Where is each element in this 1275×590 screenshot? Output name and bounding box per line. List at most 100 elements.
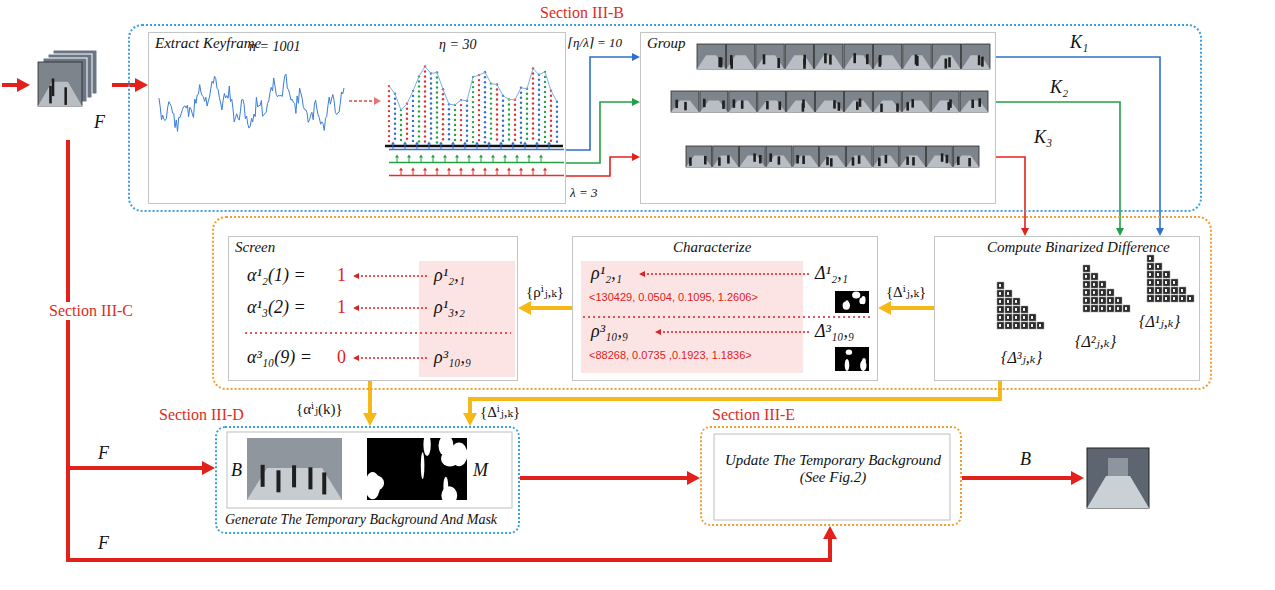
difference-cell: [1155, 271, 1162, 278]
difference-speck: [1015, 300, 1017, 303]
keyframe-dot: [538, 129, 540, 131]
keyframe-dot: [400, 124, 402, 126]
arrow-head: [878, 301, 891, 315]
keyframe-dot: [496, 98, 498, 100]
keyframe-dot: [412, 120, 414, 122]
difference-speck: [1015, 308, 1017, 311]
keyframe-dot: [502, 120, 504, 122]
keyframe-dot: [412, 135, 414, 137]
keyframe-dot: [520, 132, 522, 134]
difference-cell: [1091, 297, 1098, 304]
difference-cell: [1171, 279, 1178, 286]
difference-speck: [1117, 299, 1119, 302]
frame-thumbnail: [903, 44, 931, 69]
keyframe-dot: [436, 141, 438, 143]
keyframe-dot: [418, 110, 420, 112]
output-background-image: [1087, 448, 1149, 508]
frame-floor: [785, 55, 813, 69]
keyframe-dot: [526, 133, 528, 135]
difference-cell: [1029, 322, 1036, 329]
keyframe-dot: [532, 137, 534, 139]
keyframe-dot: [418, 140, 420, 142]
keyframe-dot: [430, 77, 432, 79]
difference-speck: [1109, 291, 1111, 294]
keyframe-dot: [550, 125, 552, 127]
dashed-arrow-line: [349, 100, 375, 102]
keyframe-dot: [520, 117, 522, 119]
mask-blob: [846, 350, 852, 355]
keyframe-dot: [556, 136, 558, 138]
frame-thumbnail: [38, 62, 82, 106]
difference-speck: [1093, 299, 1095, 302]
difference-speck: [1085, 299, 1087, 302]
edge-label: {ρⁱⱼ,ₖ}: [524, 284, 566, 301]
frame-thumbnail: [700, 91, 728, 112]
keyframe-dot: [412, 105, 414, 107]
keyframe-dot: [514, 104, 516, 106]
keyframe-dot: [496, 108, 498, 110]
difference-speck: [1149, 289, 1151, 292]
arrow-head: [632, 53, 640, 61]
keyframe-tick-head: [435, 168, 439, 171]
keyframe-dot: [442, 113, 444, 115]
difference-speck: [1101, 307, 1103, 310]
keyframe-tick-head: [439, 142, 443, 145]
keyframe-dot: [490, 112, 492, 114]
keyframe-dot: [388, 115, 390, 117]
frame-thumbnail: [873, 146, 899, 167]
keyframe-dot: [496, 128, 498, 130]
keyframe-dot: [418, 135, 420, 137]
difference-cell: [1083, 281, 1090, 288]
keyframe-dot: [550, 95, 552, 97]
node-text: Update The Temporary Background (See Fig…: [722, 452, 944, 487]
inner-box: [714, 434, 950, 520]
keyframe-tick-head: [491, 155, 495, 158]
section-heading: Section III-C: [47, 302, 135, 320]
difference-cell: [1187, 295, 1194, 302]
connector-line: [112, 83, 137, 87]
background-person: [292, 465, 296, 487]
screen-arrow-head: [353, 355, 359, 361]
ellipsis-line: [583, 316, 873, 318]
section-region: Section III-CScreenα¹₂(1) =1ρ¹₂,₁α¹₃(2) …: [212, 216, 1212, 390]
free-label: ⌈η/λ⌉ = 10: [568, 36, 622, 51]
difference-cell: [1171, 295, 1178, 302]
keyframe-dot: [514, 139, 516, 141]
difference-speck: [1085, 275, 1087, 278]
frame-person: [838, 102, 841, 110]
frame-floor: [932, 55, 960, 69]
keyframe-dot: [448, 138, 450, 140]
difference-signal: [159, 74, 344, 131]
keyframe-dot: [448, 133, 450, 135]
keyframe-dot: [406, 133, 408, 135]
keyframe-dot: [514, 134, 516, 136]
frame-person: [878, 158, 881, 166]
keyframe-dot: [472, 91, 474, 93]
dashed-arrow-head: [374, 97, 381, 105]
background-person: [308, 467, 312, 489]
difference-speck: [1015, 316, 1017, 319]
difference-speck: [1165, 273, 1167, 276]
frame-floor: [671, 100, 699, 112]
keyframe-dot: [484, 121, 486, 123]
keyframe-dot: [490, 107, 492, 109]
keyframe-dot: [538, 89, 540, 91]
keyframe-dot: [442, 133, 444, 135]
screen-arrow-head: [639, 271, 645, 277]
screen-arrow-head: [655, 329, 661, 335]
keyframe-dot: [430, 122, 432, 124]
keyframe-dot: [508, 123, 510, 125]
keyframe-tick-head: [543, 168, 547, 171]
difference-cell: [1083, 273, 1090, 280]
keyframe-tick-head: [487, 142, 491, 145]
keyframe-dot: [526, 98, 528, 100]
keyframe-dot: [532, 97, 534, 99]
difference-cell: [1021, 306, 1028, 313]
frame-thumbnail: [713, 146, 739, 167]
keyframe-tick-head: [483, 168, 487, 171]
keyframe-tick-head: [547, 142, 551, 145]
frame-person: [911, 99, 914, 107]
keyframe-dot: [514, 114, 516, 116]
frame-person: [896, 103, 899, 111]
node-text: {Δ²ⱼ,ₖ}: [1075, 333, 1116, 351]
